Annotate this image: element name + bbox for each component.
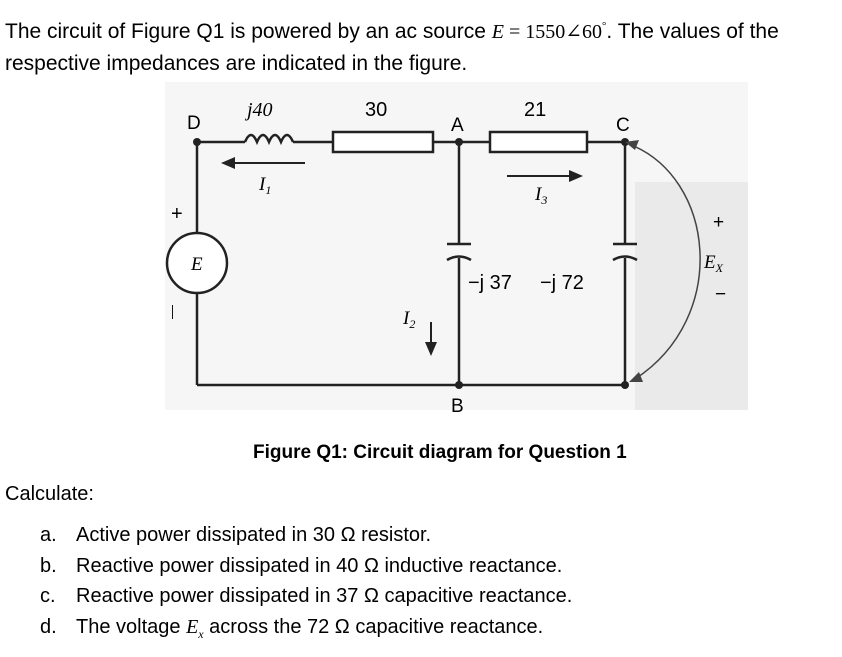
task-item-d: d. The voltage Ex across the 72 Ω capacit… <box>40 612 572 643</box>
task-item-b: b. Reactive power dissipated in 40 Ω indu… <box>40 551 572 582</box>
intro-text-after: . The values of the respective impedance… <box>5 20 779 75</box>
task-marker: d. <box>40 615 57 638</box>
node-b-dot <box>455 381 463 389</box>
source-magnitude: = 1550 <box>503 21 566 43</box>
task-text-before: The voltage <box>76 615 187 638</box>
resistor-30-label: 30 <box>365 99 387 121</box>
circuit-diagram: D A C B j40 30 21 −j 37 −j 72 I1 I3 I2 E… <box>165 82 748 412</box>
source-plus-sign: + <box>171 203 183 225</box>
task-marker: a. <box>40 524 57 546</box>
capacitor-72-label: −j 72 <box>540 272 584 294</box>
current-i3-label: I3 <box>534 184 547 207</box>
current-arrow-i2 <box>425 322 437 356</box>
source-minus-sign: — <box>166 305 182 319</box>
current-i2-label: I2 <box>402 308 415 331</box>
node-a-dot <box>455 138 463 146</box>
degree-mark: ° <box>602 20 607 32</box>
voltage-source-symbol <box>165 231 229 295</box>
resistor-21-symbol <box>488 130 589 154</box>
source-label: E <box>190 254 203 275</box>
node-label-c: C <box>616 115 630 136</box>
capacitor-72-symbol <box>612 242 638 262</box>
scan-shade <box>635 182 748 410</box>
task-item-c: c. Reactive power dissipated in 37 Ω capa… <box>40 581 572 612</box>
node-c-bottom-dot <box>621 381 629 389</box>
task-text: Reactive power dissipated in 37 Ω capaci… <box>76 585 573 607</box>
ex-label: EX <box>703 252 724 275</box>
task-text: Active power dissipated in 30 Ω resistor… <box>76 524 432 546</box>
current-arrow-i1 <box>221 157 305 169</box>
capacitor-37-symbol <box>446 242 472 262</box>
ex-symbol: Ex <box>186 615 204 641</box>
ex-measurement-arc <box>628 143 701 380</box>
task-text: Reactive power dissipated in 40 Ω induct… <box>76 554 563 577</box>
angle-symbol: ∠ <box>565 21 582 43</box>
figure-caption: Figure Q1: Circuit diagram for Question … <box>253 442 627 463</box>
node-d-dot <box>193 138 201 146</box>
inductor-coil <box>243 133 295 146</box>
node-label-d: D <box>187 113 201 134</box>
inductor-impedance-label: j40 <box>244 99 273 121</box>
source-equation: E = 1550∠60° <box>491 20 607 43</box>
current-arrow-i3 <box>507 170 583 182</box>
resistor-21-label: 21 <box>524 99 546 121</box>
wires <box>195 140 627 387</box>
capacitor-37-label: −j 37 <box>468 272 512 294</box>
task-list: a. Active power dissipated in 30 Ω resist… <box>40 520 572 642</box>
ex-plus-sign: + <box>713 212 724 233</box>
task-text-after: across the 72 Ω capacitive reactance. <box>203 615 544 638</box>
node-label-a: A <box>451 115 464 136</box>
source-symbol: E <box>491 21 504 43</box>
intro-text-before: The circuit of Figure Q1 is powered by a… <box>5 20 492 43</box>
problem-statement: The circuit of Figure Q1 is powered by a… <box>5 10 835 80</box>
task-marker: b. <box>40 554 57 577</box>
node-label-b: B <box>451 396 464 412</box>
task-marker: c. <box>40 585 56 607</box>
calculate-label: Calculate: <box>5 483 94 505</box>
ex-minus-sign: − <box>715 284 726 305</box>
current-i1-label: I1 <box>258 174 271 197</box>
ex-arc-arrow-top <box>625 140 639 150</box>
resistor-30-symbol <box>331 130 435 154</box>
source-angle: 60 <box>582 21 602 43</box>
task-item-a: a. Active power dissipated in 30 Ω resist… <box>40 520 572 551</box>
ex-arc-arrow-bottom <box>629 372 643 382</box>
